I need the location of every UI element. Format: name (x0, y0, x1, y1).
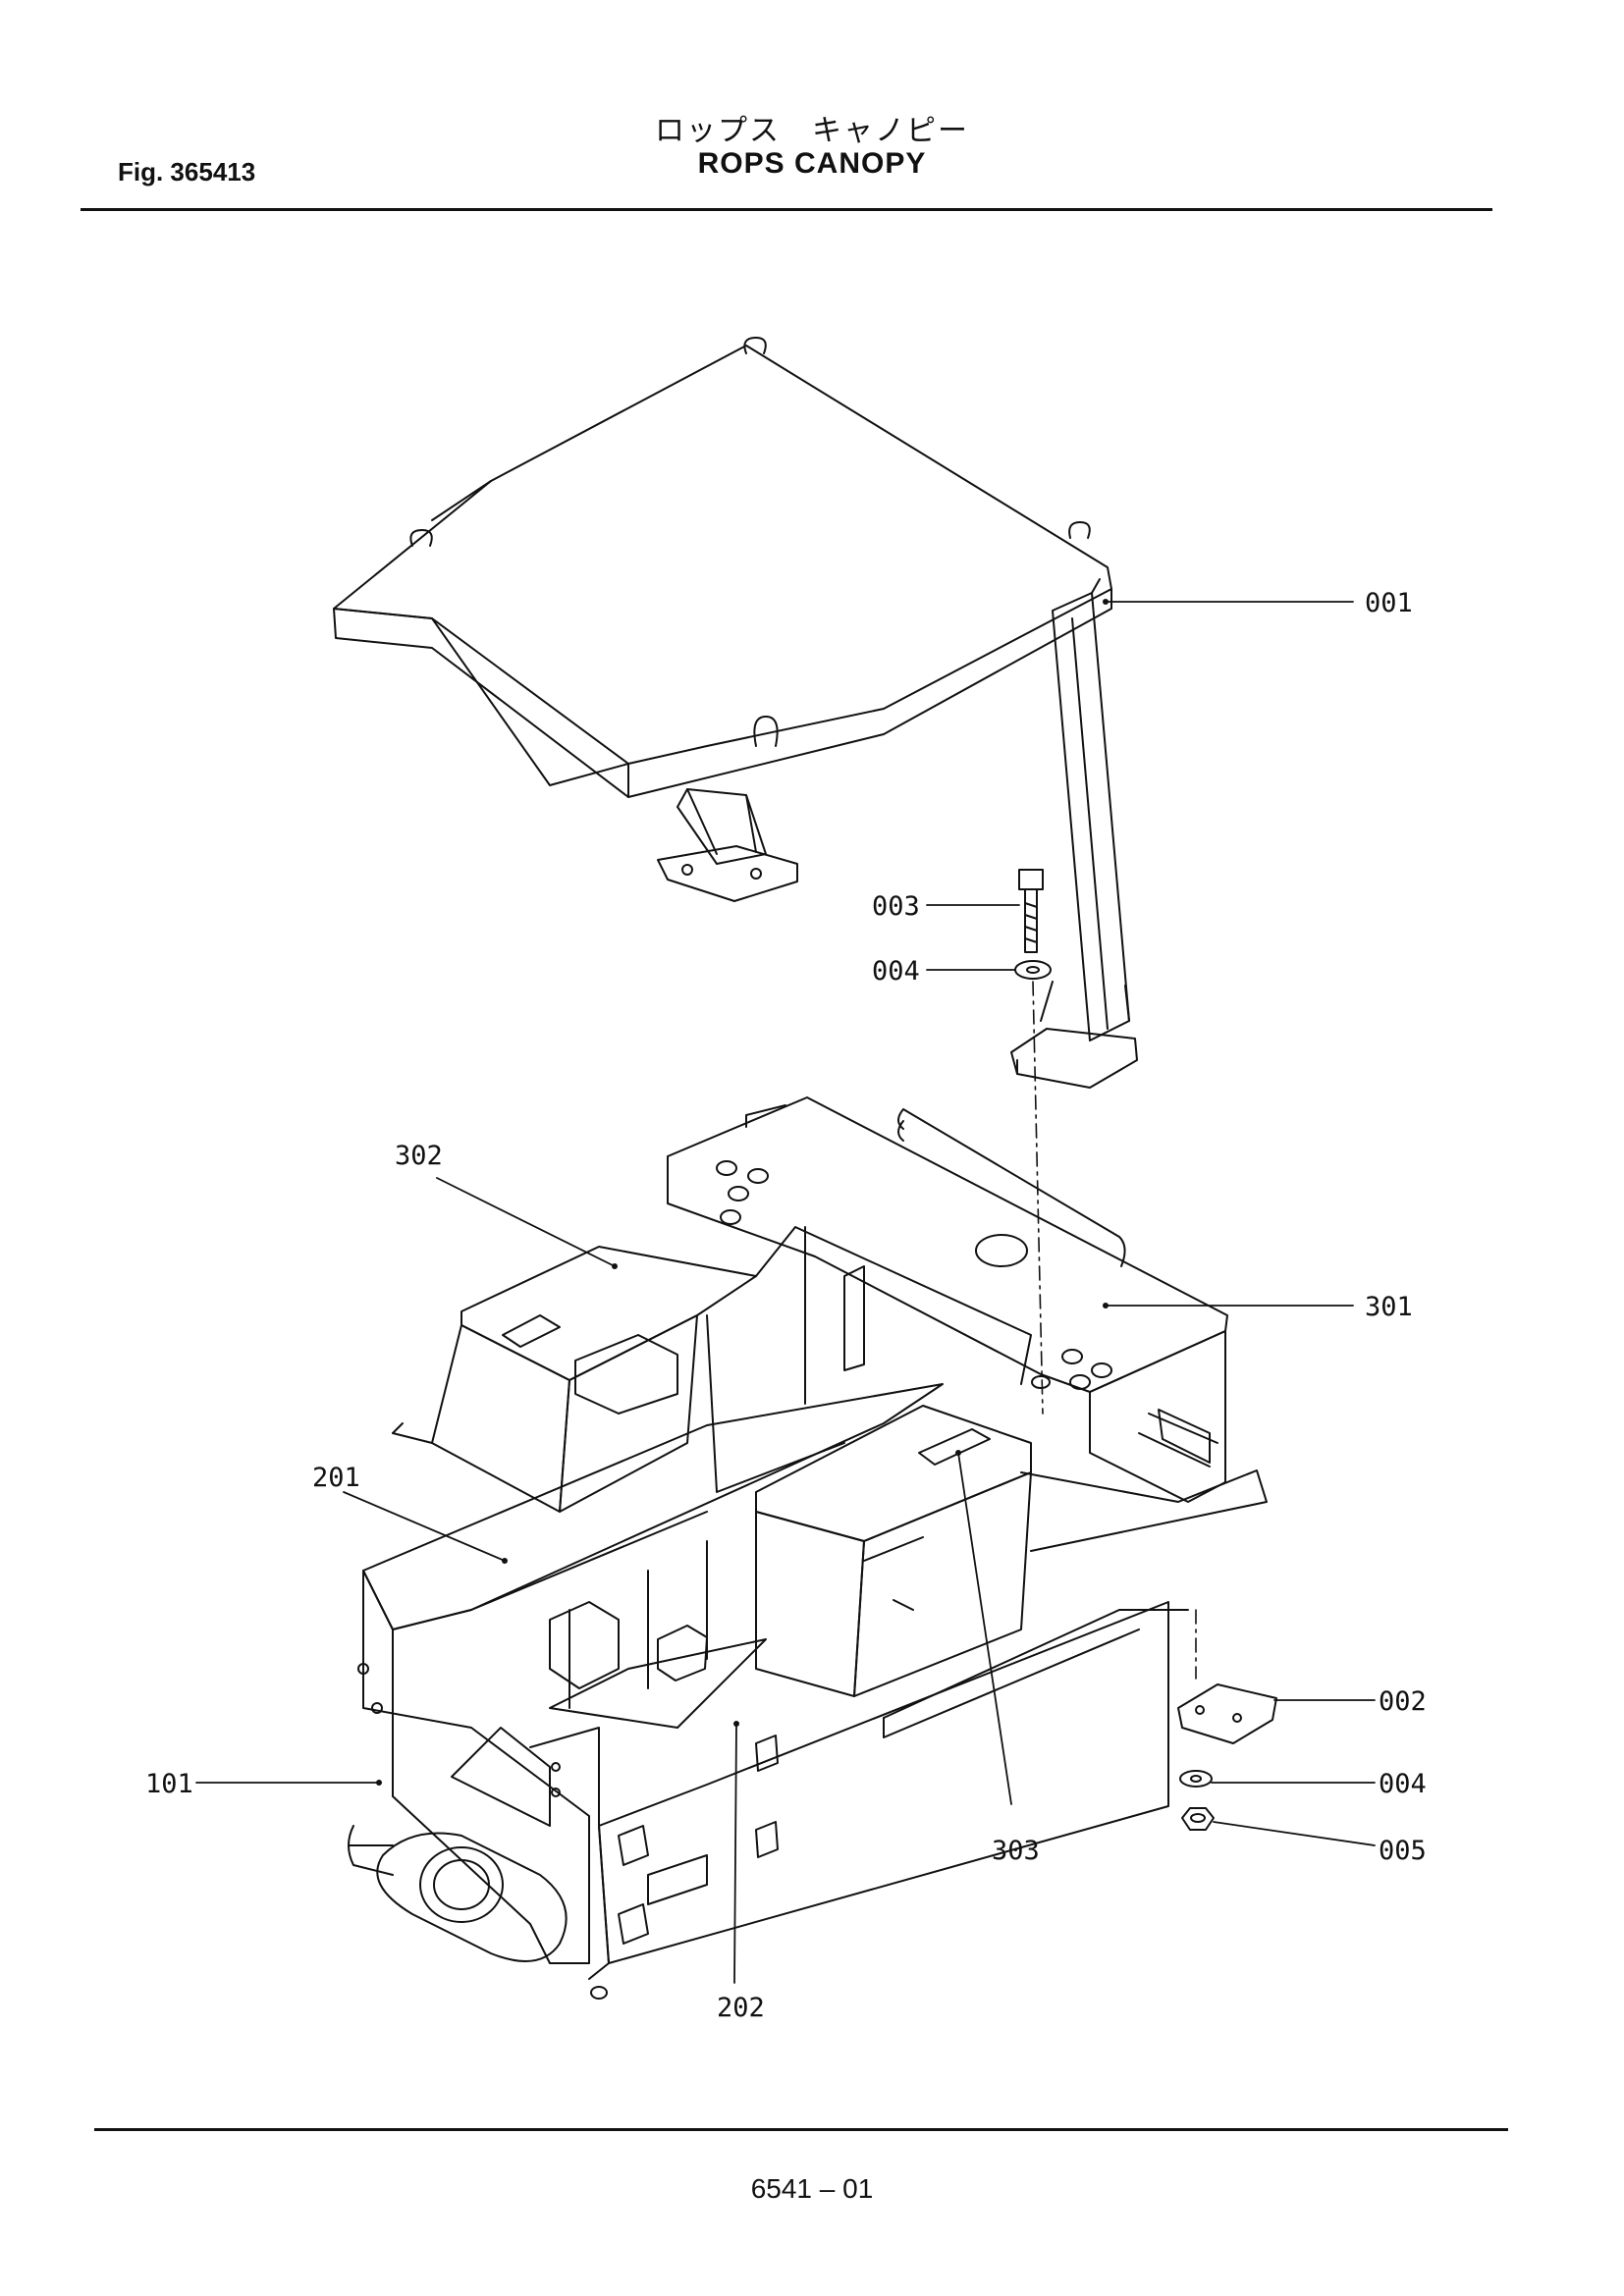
callout-003: 003 (872, 891, 920, 922)
footer-rule (94, 2128, 1508, 2131)
callout-004-lower: 004 (1379, 1769, 1427, 1799)
main-frame (348, 1096, 1268, 2000)
callout-004-upper: 004 (872, 956, 920, 987)
plate-002 (1177, 1683, 1277, 1744)
callout-001: 001 (1365, 588, 1413, 618)
washer-004-upper (1014, 960, 1052, 980)
leader-dots (376, 599, 1109, 1786)
callout-303: 303 (992, 1836, 1040, 1866)
callout-301: 301 (1365, 1292, 1413, 1322)
alignment-lines (1032, 981, 1197, 1680)
page-title: ROPS CANOPY (697, 147, 927, 180)
figure-number: Fig. 365413 (118, 157, 256, 187)
bolt-003 (1018, 869, 1044, 953)
rops-canopy (333, 337, 1138, 1089)
callout-202: 202 (717, 1993, 765, 2023)
header-rule (81, 208, 1492, 211)
leader-lines (195, 601, 1376, 1984)
nut-005 (1181, 1807, 1215, 1831)
callout-101: 101 (145, 1769, 193, 1799)
washer-004-lower (1179, 1770, 1213, 1788)
callout-302: 302 (395, 1141, 443, 1171)
callout-201: 201 (312, 1463, 360, 1493)
callout-002: 002 (1379, 1686, 1427, 1717)
page-code: 6541 – 01 (750, 2173, 874, 2204)
callout-005: 005 (1379, 1836, 1427, 1866)
title-japanese: ロップス キャノピー (655, 114, 969, 148)
